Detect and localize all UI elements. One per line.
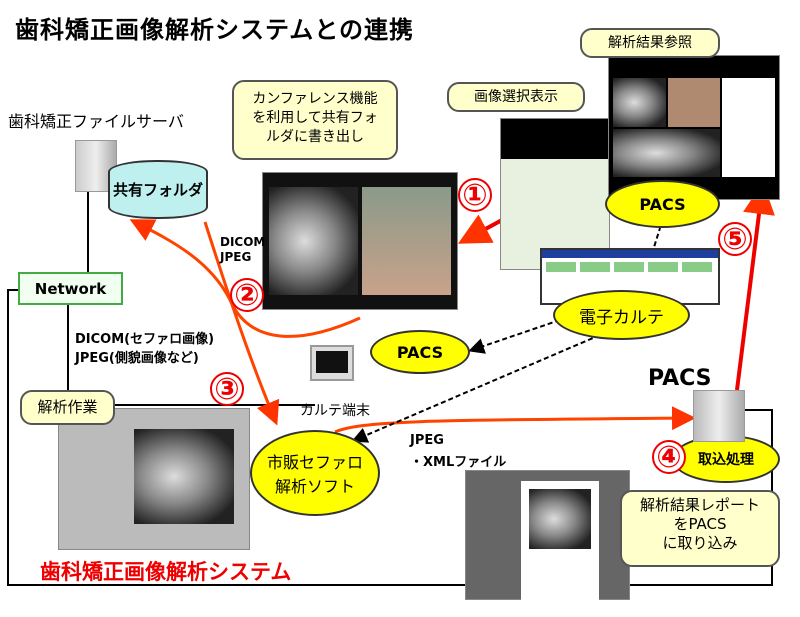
ceph-software-ellipse: 市販セファロ解析ソフト (250, 430, 380, 516)
pacs-viewer-screenshot (608, 55, 780, 200)
pacs-server-label: PACS (648, 366, 712, 391)
image-select-screenshot (500, 118, 610, 270)
pacs-ellipse-left: PACS (370, 330, 470, 374)
image-select-bubble: 画像選択表示 (447, 82, 585, 112)
arrow-step4 (334, 406, 696, 434)
analysis-bubble: 解析作業 (20, 390, 115, 425)
bubble-line: ルダに書き出し (266, 129, 364, 145)
terminal-label: カルテ端末 (300, 403, 370, 419)
bubble-line: カンファレンス機能 (252, 91, 378, 107)
arrow-step3 (203, 221, 280, 426)
dashed-emr-pacs-left (468, 319, 561, 354)
page-title: 歯科矯正画像解析システムとの連携 (15, 16, 415, 44)
step-4: ④ (652, 440, 686, 475)
bubble-line: を利用して共有フォ (252, 110, 378, 126)
shared-folder: 共有フォルダ (108, 160, 208, 219)
conference-screenshot (262, 172, 458, 310)
system-label: 歯科矯正画像解析システム (40, 560, 292, 584)
file-server-label: 歯科矯正ファイルサーバ (8, 112, 184, 131)
step-1: ① (458, 178, 492, 213)
report-screenshot (465, 470, 630, 617)
step-5: ⑤ (718, 222, 752, 257)
step-3: ③ (210, 372, 244, 407)
network-box: Network (18, 272, 123, 305)
result-ref-bubble: 解析結果参照 (580, 28, 720, 58)
transfer-formats: DICOM(セファロ画像)JPEG(側貌画像など) (75, 332, 215, 366)
emr-ellipse: 電子カルテ (553, 290, 690, 340)
import-process-ellipse: 取込処理 (672, 435, 780, 483)
pacs-server-icon (693, 390, 745, 442)
conference-bubble: カンファレンス機能 を利用して共有フォ ルダに書き出し (232, 80, 398, 160)
jpeg-xml-label: JPEG・XMLファイル (410, 433, 507, 470)
terminal-icon (310, 345, 354, 381)
arrow-step5 (735, 182, 775, 391)
step-2: ② (230, 278, 264, 313)
connections (7, 182, 775, 586)
dashed-emr-ceph (351, 334, 601, 443)
pacs-ellipse-top: PACS (605, 180, 720, 228)
analysis-screenshot (58, 408, 250, 550)
